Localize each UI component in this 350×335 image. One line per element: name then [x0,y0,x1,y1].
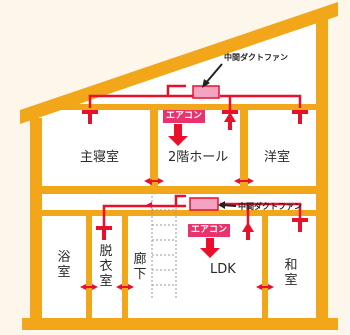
upper-partition-right [240,108,248,186]
lower-ac-label: エアコン [188,224,231,237]
room-corridor: 廊下 [133,252,147,282]
lower-ac-arrow [200,238,220,258]
room-master-bedroom: 主寝室 [80,150,120,165]
upper-ac-label: エアコン [163,110,206,123]
room-bath: 浴室 [57,250,71,280]
upper-fan-pointer [202,63,223,88]
lower-fan-box [189,197,219,211]
upper-partition-left [150,108,158,186]
transfer-arrows [80,178,274,290]
upper-fan-label: 中間ダクトファン [224,53,288,62]
lower-partition-2 [122,216,128,318]
roof [20,2,338,124]
upper-floor [42,186,316,194]
room-hall-2f: 2階ホール [168,150,229,165]
lower-fan-pointer [218,201,237,209]
lower-partition-3 [262,216,268,318]
upper-ac-arrow [168,124,188,146]
upper-ceiling [42,104,316,110]
stairs [151,196,177,300]
lower-partition-1 [86,216,92,318]
room-western: 洋室 [264,150,291,165]
left-wall [30,118,42,318]
upper-fan-box [192,85,220,99]
room-dressing: 脱衣室 [99,244,113,289]
upper-return-arrow [224,112,236,130]
upper-duct [88,84,302,118]
lower-return-arrow [242,222,254,240]
foundation [22,318,338,330]
lower-fan-label: 中間ダクトファン [238,202,302,211]
right-wall [316,12,328,318]
ceiling-lower [42,210,316,216]
lower-duct [102,194,302,228]
room-ldk: LDK [210,262,236,277]
room-japanese: 和室 [284,258,298,288]
lower-vents [96,218,308,240]
